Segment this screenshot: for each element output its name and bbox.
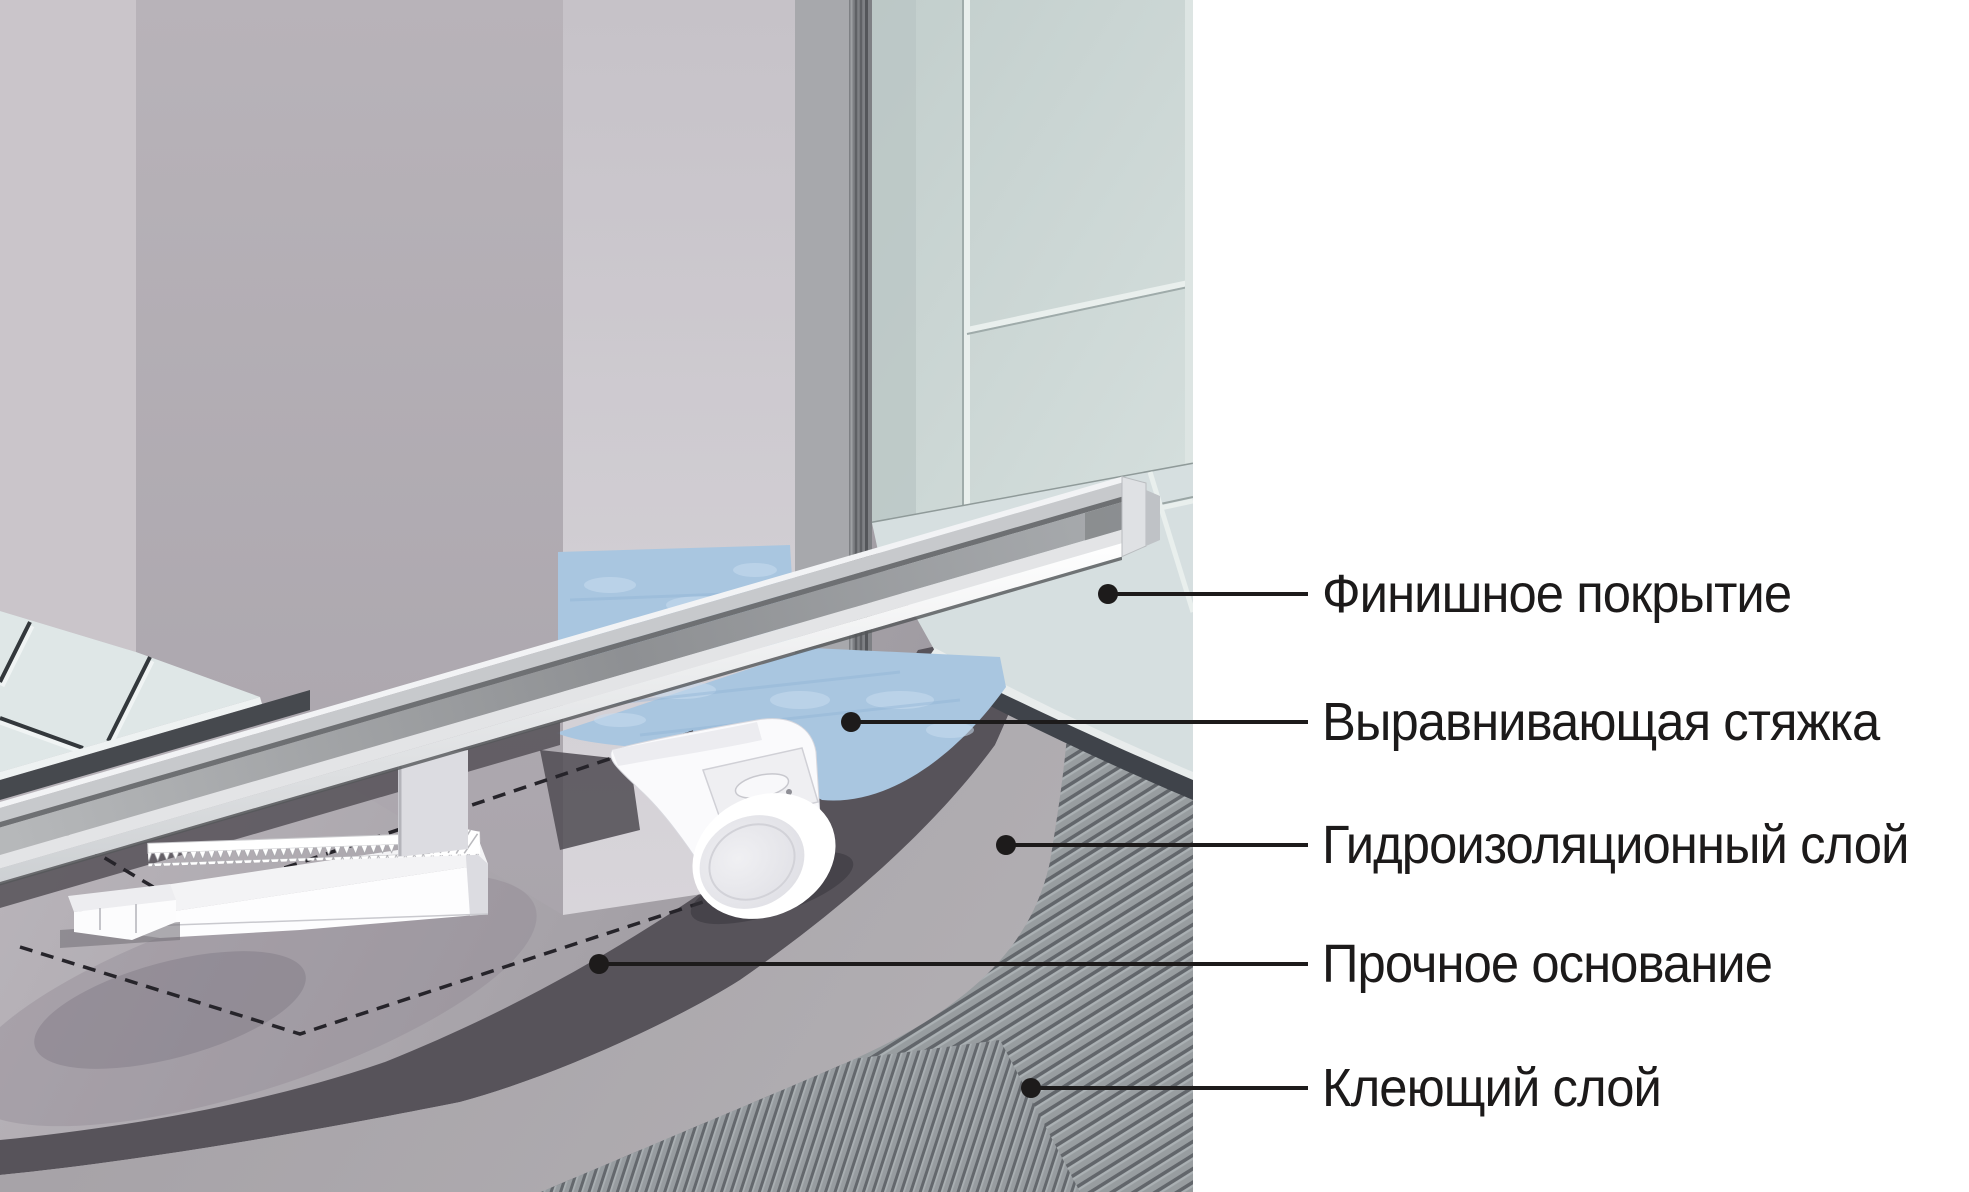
callout-label: Прочное основание bbox=[1322, 934, 1773, 994]
left-return-wall bbox=[0, 0, 136, 652]
callout-line bbox=[1031, 1086, 1308, 1090]
corner-trim-ribs bbox=[849, 0, 872, 760]
callout-line bbox=[1006, 843, 1308, 847]
callout-label: Клеющий слой bbox=[1322, 1058, 1662, 1118]
tiled-wall bbox=[871, 0, 1193, 525]
drain-housing bbox=[78, 838, 489, 938]
stepped-foot bbox=[60, 884, 180, 948]
drain-neck bbox=[398, 750, 468, 857]
housing-soft-shadow-core bbox=[34, 951, 306, 1069]
callout-label: Выравнивающая стяжка bbox=[1322, 692, 1880, 752]
callout-line bbox=[599, 962, 1308, 966]
adhesive-layer-band-lower bbox=[541, 1040, 1080, 1192]
housing-soft-shadow bbox=[0, 873, 537, 1127]
callout-line bbox=[1108, 592, 1308, 596]
channel-end-cap bbox=[1121, 475, 1147, 558]
drain-trap bbox=[610, 718, 854, 925]
callout-label: Финишное покрытие bbox=[1322, 564, 1792, 624]
floor-tiles-left bbox=[0, 611, 310, 800]
callout-line bbox=[851, 720, 1308, 724]
waterproofing-band bbox=[0, 665, 1070, 1192]
drain-channel bbox=[0, 475, 1160, 886]
callout-label: Гидроизоляционный слой bbox=[1322, 815, 1909, 875]
